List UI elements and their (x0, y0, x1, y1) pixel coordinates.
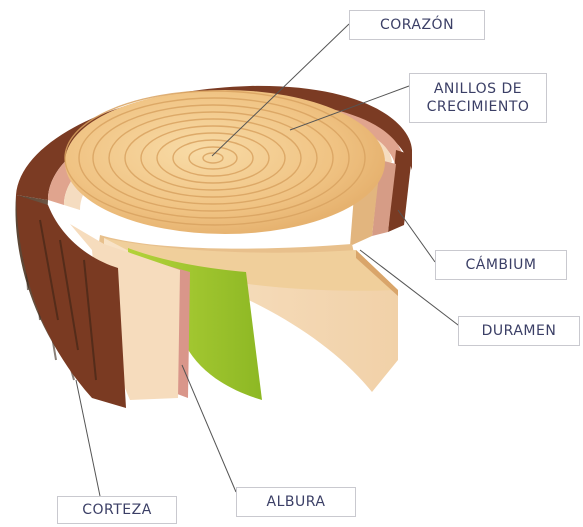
label-corteza: CORTEZA (57, 496, 177, 524)
label-anillos-line1: ANILLOS DE (434, 80, 522, 98)
label-duramen-text: DURAMEN (482, 322, 557, 340)
label-anillos-de-crecimiento: ANILLOS DE CRECIMIENTO (409, 73, 547, 123)
label-albura: ALBURA (236, 487, 356, 517)
label-duramen: DURAMEN (458, 316, 580, 346)
label-cambium: CÁMBIUM (435, 250, 567, 280)
label-corazon-text: CORAZÓN (380, 16, 454, 34)
leader-cambium (398, 210, 435, 262)
label-cambium-text: CÁMBIUM (466, 256, 537, 274)
label-albura-text: ALBURA (267, 493, 326, 511)
label-corazon: CORAZÓN (349, 10, 485, 40)
label-corteza-text: CORTEZA (82, 501, 152, 519)
label-anillos-line2: CRECIMIENTO (427, 98, 530, 116)
